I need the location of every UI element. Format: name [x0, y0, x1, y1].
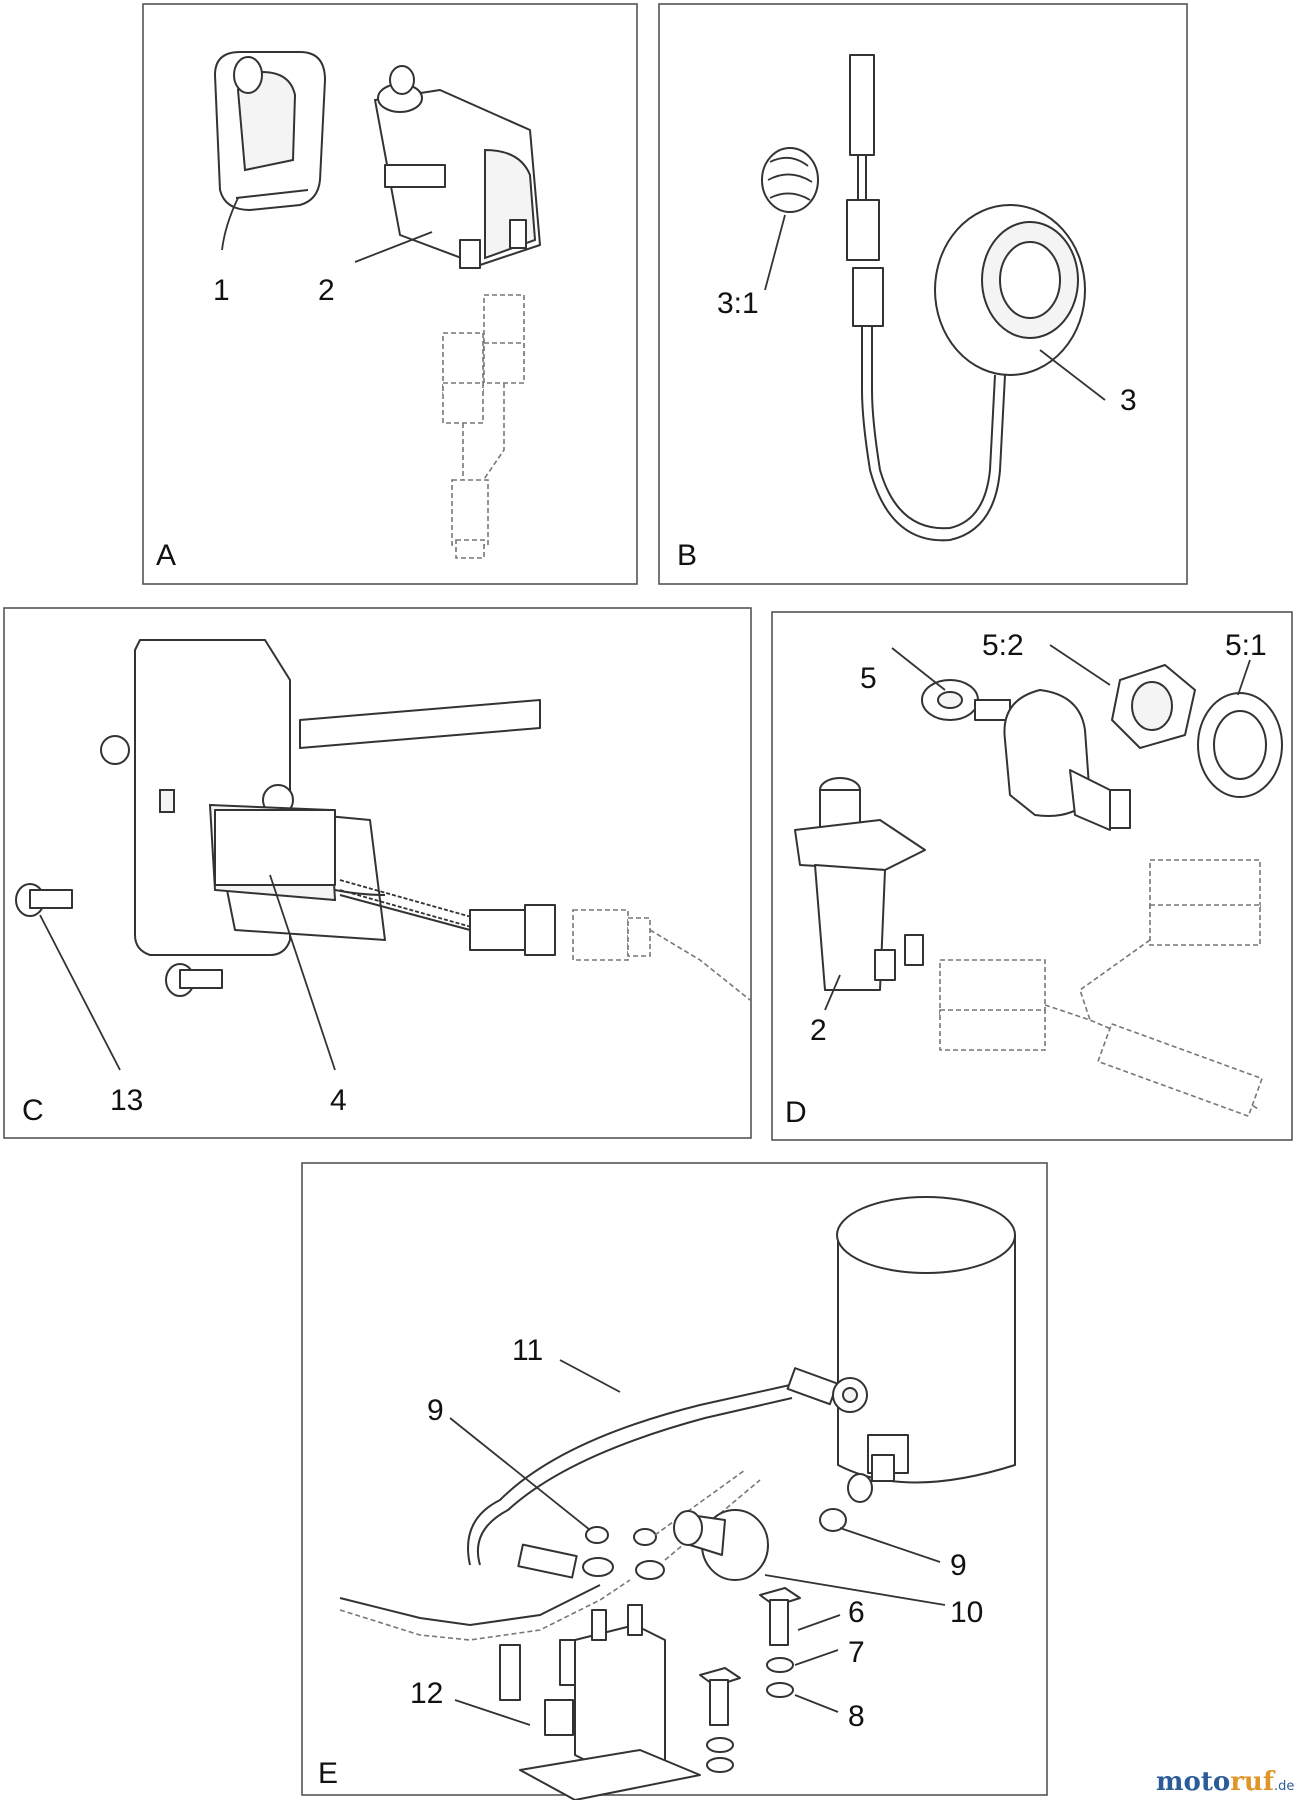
- part-5-1-lock-washer: [1197, 692, 1283, 798]
- panel-d-frame: [771, 611, 1293, 1141]
- panel-a-frame: [142, 3, 638, 585]
- callout-d-2: 2: [810, 1014, 827, 1047]
- callout-d-5: 5: [860, 662, 877, 695]
- watermark-orange: ruf: [1230, 1767, 1276, 1797]
- panel-letter-c: C: [22, 1094, 44, 1127]
- part-5-key-switch: [921, 679, 1131, 831]
- callout-a-1: 1: [213, 274, 230, 307]
- part-e-harness: [339, 1579, 631, 1701]
- part-2-switch: [374, 65, 541, 269]
- part-2-plunger-switch: [794, 777, 926, 991]
- callout-e-9-left: 9: [427, 1394, 444, 1427]
- part-4-switch: [208, 803, 556, 956]
- watermark-blue: moto: [1156, 1767, 1230, 1797]
- part-3-buzzer: [846, 54, 1086, 542]
- panel-letter-a: A: [156, 539, 176, 572]
- callout-e-9-right: 9: [950, 1549, 967, 1582]
- callout-c-13: 13: [110, 1084, 143, 1117]
- part-6-bolt-second: [699, 1667, 741, 1773]
- callout-a-2: 2: [318, 274, 335, 307]
- callout-e-8: 8: [848, 1700, 865, 1733]
- panel-d: 5 5:2 5:1 2 D: [771, 611, 1293, 1141]
- part-5-2-nut: [1111, 664, 1196, 749]
- part-11-cable: [467, 1367, 868, 1566]
- callout-b-3-1: 3:1: [717, 287, 759, 320]
- svg-text:motoruf.de: motoruf.de: [1156, 1767, 1294, 1797]
- panel-c: 13 4 C: [3, 607, 752, 1139]
- callout-d-5-2: 5:2: [982, 629, 1024, 662]
- part-d-harness: [939, 859, 1264, 1118]
- part-12-solenoid: [519, 1604, 701, 1800]
- watermark-suffix: .de: [1274, 1779, 1294, 1794]
- callout-e-6: 6: [848, 1596, 865, 1629]
- part-c-harness: [572, 909, 751, 1001]
- part-8-lock-washer: [766, 1682, 794, 1698]
- callout-c-4: 4: [330, 1084, 347, 1117]
- panel-letter-d: D: [785, 1096, 807, 1129]
- panel-e-frame: [301, 1162, 1048, 1796]
- callout-e-11: 11: [512, 1334, 543, 1367]
- part-7-washer: [766, 1657, 794, 1673]
- part-a-harness: [442, 294, 525, 559]
- panel-c-frame: [3, 607, 752, 1139]
- part-10-boot: [673, 1509, 769, 1581]
- part-3-1-nut: [761, 147, 819, 213]
- part-e-battery: [836, 1196, 1016, 1503]
- panel-e: 11 9 9 10 6 7 8 12 E: [301, 1162, 1048, 1800]
- part-6-bolt: [759, 1587, 801, 1646]
- callout-d-5-1: 5:1: [1225, 629, 1267, 662]
- callout-b-3: 3: [1120, 384, 1137, 417]
- panel-b-frame: [658, 3, 1188, 585]
- callout-e-7: 7: [848, 1636, 865, 1669]
- callout-e-10: 10: [950, 1596, 983, 1629]
- panel-a: 1 2 A: [142, 3, 638, 585]
- panel-letter-e: E: [318, 1757, 338, 1790]
- part-1-bezel: [214, 51, 326, 211]
- watermark-logo: motoruf.de: [1156, 1767, 1294, 1797]
- part-e-battery-cable: [517, 1469, 761, 1580]
- part-13-pins: [15, 883, 223, 997]
- part-9-nut-right: [819, 1508, 847, 1532]
- panel-b: 3:1 3 B: [658, 3, 1188, 585]
- panel-letter-b: B: [677, 539, 697, 572]
- callout-e-12: 12: [410, 1677, 443, 1710]
